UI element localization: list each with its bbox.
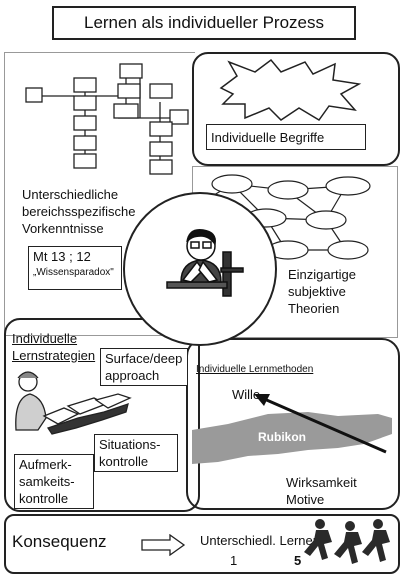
runner-number-1: 1 <box>230 553 238 568</box>
aufmerksamkeitskontrolle-box: Aufmerk- samkeits- kontrolle <box>14 454 94 509</box>
theorien-line-3: Theorien <box>288 301 340 316</box>
vorkenntnisse-line-1: Unterschiedliche <box>22 187 119 202</box>
thinking-person-icon <box>166 229 244 297</box>
rubikon-diagram <box>192 394 392 464</box>
panel-lernmethoden <box>186 338 400 510</box>
vorkenntnisse-line-3: Vorkenntnisse <box>22 221 104 236</box>
page-title: Lernen als individueller Prozess <box>52 6 356 40</box>
attention-line-3: kontrolle <box>19 491 69 506</box>
panel-begriffe <box>192 52 400 166</box>
attention-line-1: Aufmerk- <box>19 457 72 472</box>
ellipse-network <box>205 174 371 260</box>
runner-number-5: 5 <box>294 553 302 568</box>
vorkenntnisse-label: Unterschiedliche bereichsspezifische Vor… <box>22 186 135 237</box>
situation-line-1: Situations- <box>99 437 161 452</box>
attention-line-2: samkeits- <box>19 474 75 489</box>
approach-line-1: Surface/deep <box>105 351 183 366</box>
lernstrategien-heading-line-1: Individuelle <box>12 331 78 346</box>
runners-icon <box>304 519 390 564</box>
wirksamkeit-label: Wirksamkeit <box>286 475 357 490</box>
theorien-line-1: Einzigartige <box>288 267 356 282</box>
wille-label: Wille <box>232 387 261 402</box>
panel-vorkenntnisse <box>4 52 195 336</box>
rubikon-label: Rubikon <box>258 430 306 444</box>
arrow-right-icon <box>141 534 186 556</box>
panel-konsequenz <box>4 514 400 574</box>
approach-box: Surface/deep approach <box>100 348 188 386</box>
bible-reference: Mt 13 ; 12 <box>33 249 91 264</box>
hierarchy-node <box>73 77 97 93</box>
approach-line-2: approach <box>105 368 160 383</box>
situationskontrolle-box: Situations- kontrolle <box>94 434 178 472</box>
wirksamkeit-motive-label: Wirksamkeit Motive <box>286 474 357 508</box>
lernstrategien-heading: Individuelle Lernstrategien <box>12 330 95 364</box>
starburst-icon <box>219 58 362 121</box>
theorien-line-2: subjektive <box>288 284 346 299</box>
begriffe-box: Individuelle Begriffe <box>206 124 366 150</box>
panel-lernstrategien <box>4 318 200 512</box>
lernmethoden-heading: Individuelle Lernmethoden <box>196 364 314 375</box>
begriffe-label: Individuelle Begriffe <box>211 129 325 145</box>
situation-line-2: kontrolle <box>99 454 149 469</box>
page-title-text: Lernen als individueller Prozess <box>83 13 325 32</box>
reading-child-icon <box>15 371 132 435</box>
vorkenntnisse-line-2: bereichsspezifische <box>22 204 136 219</box>
motive-label: Motive <box>286 492 325 507</box>
konsequenz-label: Konsequenz <box>12 532 107 551</box>
hierarchy-diagram <box>25 63 189 175</box>
theorien-label: Einzigartige subjektive Theorien <box>288 266 356 317</box>
lernstrategien-heading-line-2: Lernstrategien <box>12 348 96 363</box>
lerner-label: Unterschiedl. Lerner <box>200 533 318 548</box>
wissensparadox-note: „Wissensparadox" <box>33 267 114 278</box>
wissensparadox-box: Mt 13 ; 12 „Wissensparadox" <box>28 246 122 290</box>
